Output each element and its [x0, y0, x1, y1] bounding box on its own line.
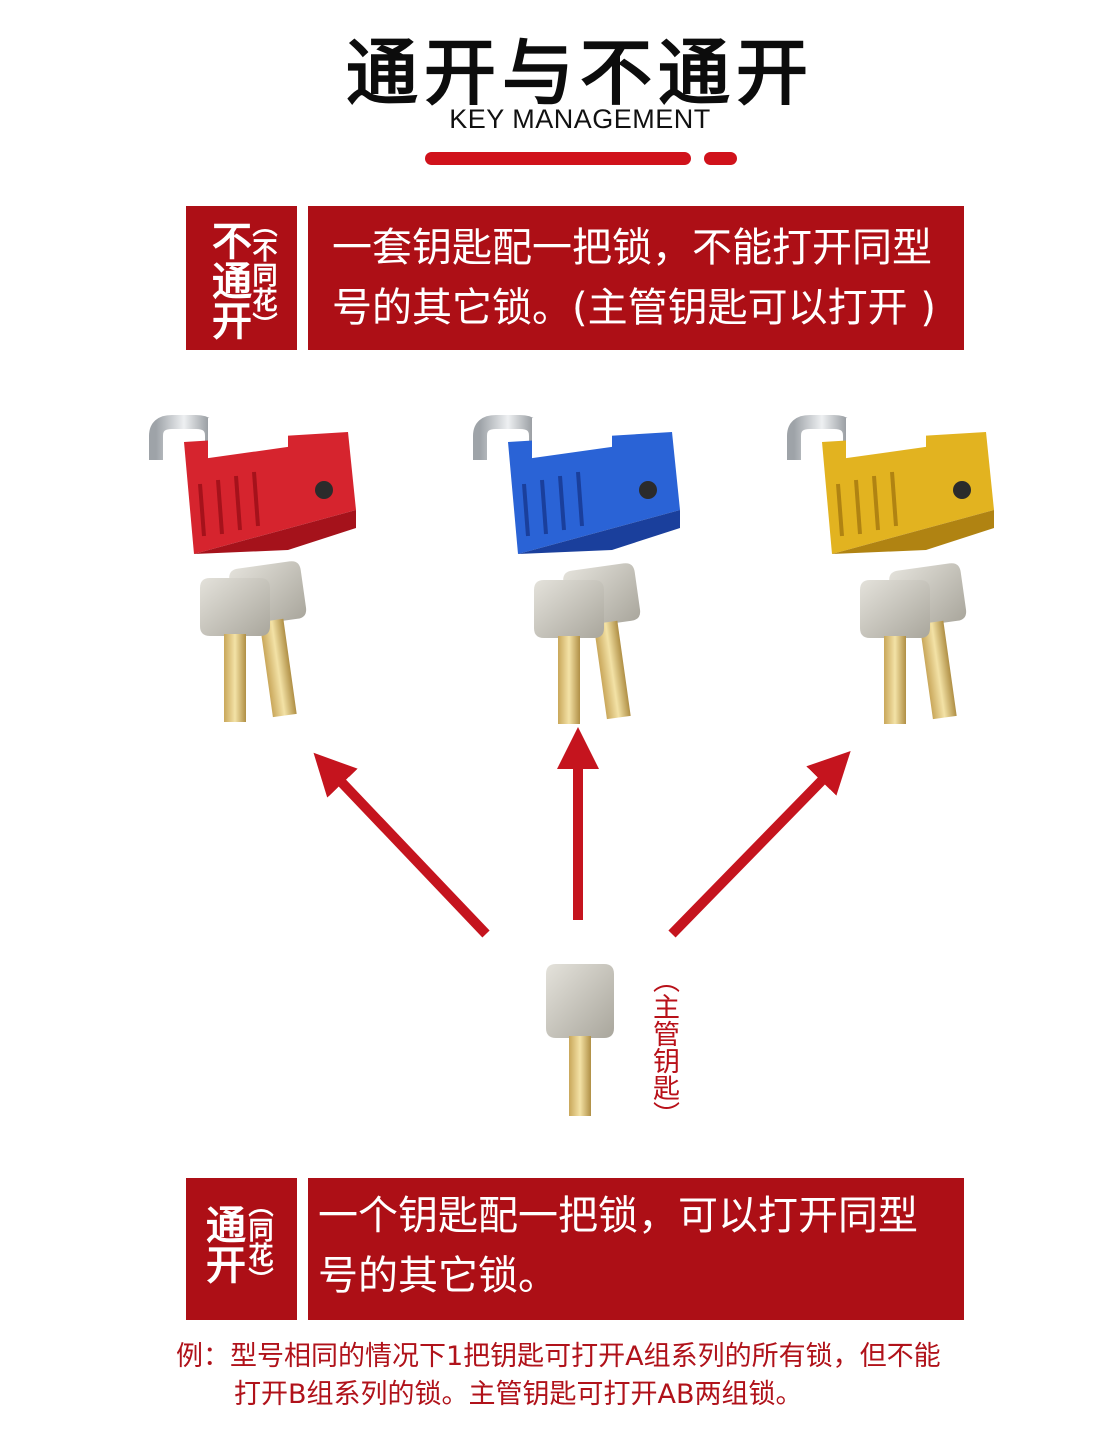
red-padlock: [149, 406, 356, 554]
panel-bottom-side-sub: （同花）: [245, 1192, 274, 1292]
panel-top-text: 一套钥匙配一把锁，不能打开同型 号的其它锁。(主管钥匙可以打开 ): [332, 225, 936, 331]
blue-padlock: [473, 406, 680, 554]
page-title: 通开与不通开: [345, 31, 814, 115]
key-pair-right: [860, 563, 967, 724]
arrow-right: [668, 750, 851, 938]
note-line-1: 例：型号相同的情况下1把钥匙可打开A组系列的所有锁，但不能: [176, 1341, 941, 1372]
master-key: [546, 964, 614, 1116]
key-pair-left: [200, 561, 307, 722]
page-subtitle: KEY MANAGEMENT: [449, 104, 711, 134]
panel-bottom-main: 一个钥匙配一把锁，可以打开同型 号的其它锁。: [308, 1178, 964, 1320]
key-pair-center: [534, 563, 641, 724]
panel-top-main: 一套钥匙配一把锁，不能打开同型 号的其它锁。(主管钥匙可以打开 ): [308, 206, 964, 350]
arrow-left: [313, 752, 490, 938]
note-line-2: 打开B组系列的锁。主管钥匙可打开AB两组锁。: [234, 1379, 803, 1410]
yellow-padlock: [787, 406, 994, 554]
panel-bottom-side-main: 通开: [199, 1204, 245, 1284]
panel-bottom-side: 通开 （同花）: [186, 1178, 297, 1320]
panel-top-side: 不通开 （不同花）: [186, 206, 297, 350]
title-underline-long: [425, 152, 691, 165]
panel-top-side-main: 不通开: [205, 220, 251, 340]
panel-top-side-sub: （不同花）: [249, 212, 278, 337]
title-underline-short: [704, 152, 737, 165]
master-key-label: （主管钥匙）: [648, 966, 679, 1128]
panel-bottom-text: 一个钥匙配一把锁，可以打开同型 号的其它锁。: [318, 1193, 918, 1299]
